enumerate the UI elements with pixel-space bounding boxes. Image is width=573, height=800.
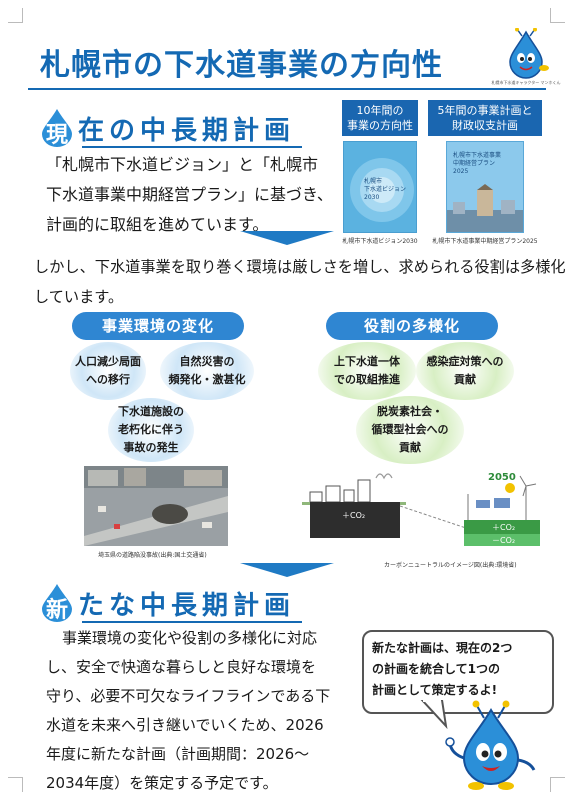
item-line: 上下水道一体 [334, 355, 400, 368]
mascot-icon [440, 700, 540, 790]
business-change-label: 事業環境の変化 [72, 312, 244, 340]
crop-mark [8, 777, 23, 792]
transition-text: しかし、下水道事業を取り巻く環境は厳しさを増し、求められる役割は多様化 していま… [34, 252, 566, 312]
change-item: 自然災害の頻発化・激甚化 [160, 342, 254, 400]
role-item: 脱炭素社会・循環型社会への貢献 [356, 396, 464, 464]
book-header-line: 財政収支計画 [452, 119, 518, 132]
photo-caption: 埼玉県の道路陥没事故(出典:国土交通省) [98, 552, 207, 559]
cover-text: 2030 [364, 194, 380, 201]
water-drop-icon: 新 [40, 584, 74, 623]
carbon-neutral-figure: ＋CO₂ 2050 ＋CO₂ －CO₂ [296, 464, 556, 550]
bubble-line: の計画を統合して1つの [372, 662, 500, 676]
cover-text: 中期経営プラン [453, 160, 496, 167]
down-arrow-icon [240, 563, 334, 577]
page-title: 札幌市の下水道事業の方向性 [40, 48, 443, 83]
mascot-icon [500, 27, 552, 80]
section-heading-text: 在の中長期計画 [78, 115, 296, 146]
item-line: 下水道施設の [118, 405, 184, 418]
crop-mark [550, 777, 565, 792]
heading-initial: 新 [45, 598, 68, 623]
crop-mark [550, 8, 565, 23]
title-underline [28, 88, 546, 90]
book-plan: 5年間の事業計画と 財政収支計画 札幌市下水道事業 中期経営プラン 2025 札… [428, 100, 542, 245]
new-plan-text: 事業環境の変化や役割の多様化に対応 し、安全で快適な暮らしと良好な環境を 守り、… [46, 624, 362, 798]
text-line: しています。 [34, 288, 124, 306]
book-vision: 10年間の 事業の方向性 札幌市 下水道ビジョン 2030 札幌市下水道ビジョン… [342, 100, 418, 245]
book-header: 10年間の 事業の方向性 [342, 100, 418, 136]
heading-initial: 現 [45, 123, 68, 148]
book-caption: 札幌市下水道事業中期経営プラン2025 [432, 238, 538, 245]
heading-underline [82, 146, 302, 148]
current-plan-text: 「札幌市下水道ビジョン」と「札幌市 下水道事業中期経営プラン」に基づき、 計画的… [46, 150, 346, 240]
change-item: 下水道施設の老朽化に伴う事故の発生 [108, 398, 194, 462]
book-caption: 札幌市下水道ビジョン2030 [342, 238, 418, 245]
role-item: 感染症対策への貢献 [416, 342, 514, 400]
down-arrow-icon [240, 231, 334, 245]
section-heading-text: たな中長期計画 [78, 590, 296, 621]
bubble-tail-icon [420, 700, 448, 730]
item-line: 循環型社会への [371, 423, 449, 436]
item-line: 脱炭素社会・ [377, 405, 443, 418]
item-line: 人口減少局面 [75, 355, 141, 368]
item-line: での取組推進 [334, 373, 400, 386]
cover-text: 札幌市 [364, 178, 383, 185]
co2-emission-label: ＋CO₂ [342, 511, 366, 520]
heading-underline [82, 621, 302, 623]
cover-text: 札幌市下水道事業 [453, 152, 502, 159]
item-line: 事故の発生 [123, 441, 179, 454]
book-header-line: 10年間の [356, 104, 404, 117]
book-header: 5年間の事業計画と 財政収支計画 [428, 100, 542, 136]
section-heading-current: 現 在の中長期計画 [40, 108, 295, 148]
text-line: 事業環境の変化や役割の多様化に対応 [62, 629, 318, 647]
water-drop-icon: 現 [40, 109, 74, 148]
item-line: 感染症対策への [426, 355, 504, 368]
role-item: 上下水道一体での取組推進 [318, 342, 416, 400]
figure-caption: カーボンニュートラルのイメージ図(出典:環境省) [384, 562, 517, 569]
item-line: 頻発化・激甚化 [168, 373, 246, 386]
item-line: 貢献 [454, 373, 476, 386]
roles-diversification-label: 役割の多様化 [326, 312, 498, 340]
road-collapse-photo [84, 466, 228, 546]
change-item: 人口減少局面への移行 [70, 342, 146, 400]
text-line: しかし、下水道事業を取り巻く環境は厳しさを増し、求められる役割は多様化 [34, 258, 566, 276]
book-cover: 札幌市 下水道ビジョン 2030 [343, 141, 417, 233]
book-header-line: 事業の方向性 [347, 119, 413, 132]
speech-bubble: 新たな計画は、現在の2つ の計画を統合して1つの 計画として策定するよ! [362, 630, 554, 714]
bubble-line: 計画として策定するよ! [372, 683, 498, 697]
bubble-line: 新たな計画は、現在の2つ [372, 641, 513, 655]
crop-mark [8, 8, 23, 23]
text-line: 2034年度）を策定する予定です。 [46, 774, 278, 792]
text-line: 守り、必要不可欠なライフラインである下 [46, 687, 331, 705]
year-label: 2050 [488, 472, 516, 483]
text-line: 水道を未来へ引き継いでいくため、2026 [46, 716, 324, 734]
co2-minus-label: －CO₂ [492, 536, 516, 545]
item-line: への移行 [86, 373, 130, 386]
text-line: 計画的に取組を進めています。 [46, 215, 269, 234]
text-line: 年度に新たな計画（計画期間：2026～ [46, 745, 310, 763]
book-header-line: 5年間の事業計画と [437, 104, 533, 117]
text-line: し、安全で快適な暮らしと良好な環境を [46, 658, 317, 676]
mascot-caption: 札幌市下水道キャラクター マンホくん [491, 80, 561, 85]
co2-plus-label: ＋CO₂ [492, 523, 516, 532]
text-line: 下水道事業中期経営プラン」に基づき、 [46, 185, 333, 204]
cover-text: 2025 [453, 168, 469, 175]
item-line: 貢献 [399, 441, 421, 454]
cover-text: 下水道ビジョン [364, 186, 407, 193]
item-line: 老朽化に伴う [118, 423, 184, 436]
text-line: 「札幌市下水道ビジョン」と「札幌市 [46, 155, 319, 174]
item-line: 自然災害の [179, 355, 235, 368]
book-cover: 札幌市下水道事業 中期経営プラン 2025 [446, 141, 524, 233]
section-heading-new: 新 たな中長期計画 [40, 583, 295, 623]
